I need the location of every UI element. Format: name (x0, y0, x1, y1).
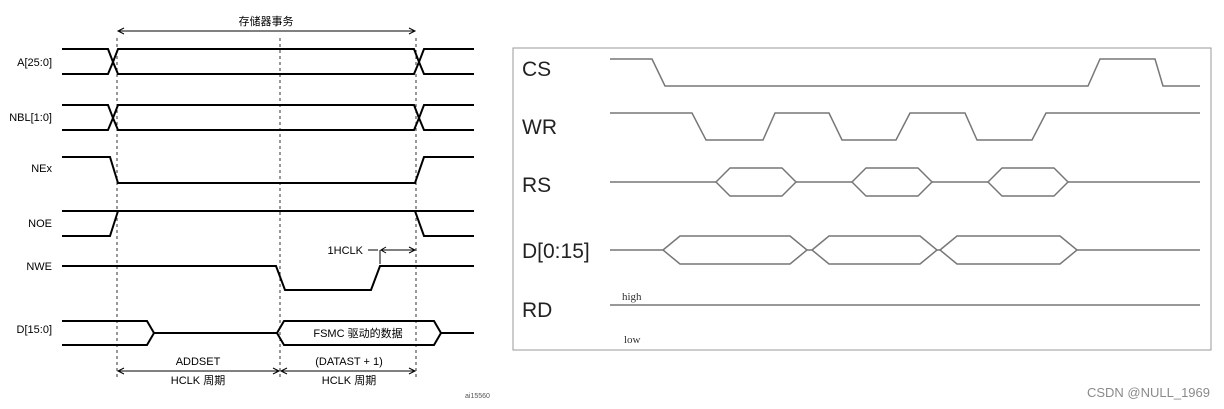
hclk-marker (368, 246, 417, 264)
transaction-arrow (116, 27, 417, 35)
signal-nwe-waveform (62, 265, 474, 291)
right-diagram-frame (512, 47, 1212, 351)
signal-label-rs: RS (522, 174, 551, 197)
datast-interval-arrow (279, 367, 417, 375)
signal-label-rd: RD (522, 299, 552, 322)
signal-label-cs: CS (522, 58, 551, 81)
signal-label-nwe: NWE (26, 261, 52, 273)
signal-nbl-waveform (62, 104, 474, 131)
left-timing-diagram (62, 27, 474, 378)
signal-wr-waveform (610, 112, 1200, 141)
datast-label: (DATAST + 1) (315, 356, 383, 368)
signal-d15-waveform (62, 320, 474, 346)
signal-label-nbl: NBL[1:0] (9, 112, 52, 124)
signal-label-wr: WR (522, 116, 557, 139)
signal-cs-waveform (610, 58, 1200, 87)
signal-label-a25: A[25:0] (17, 57, 52, 69)
signal-label-d0-15: D[0:15] (522, 240, 590, 263)
signal-label-noe: NOE (28, 218, 52, 230)
signal-label-d15: D[15:0] (17, 324, 52, 336)
signal-a25-waveform (62, 48, 474, 75)
rd-high-label: high (622, 291, 642, 303)
signal-noe-waveform (62, 210, 474, 237)
signal-rs-waveform (610, 167, 1200, 197)
addset-label: ADDSET (176, 356, 221, 368)
figure-id-label: ai15560 (465, 393, 490, 400)
left-dashed-guides (116, 38, 417, 378)
transaction-title: 存储器事务 (239, 14, 294, 28)
signal-label-nex: NEx (31, 163, 52, 175)
csdn-watermark: CSDN @NULL_1969 (1087, 385, 1210, 400)
right-timing-diagram (610, 58, 1200, 306)
datast-unit-label: HCLK 周期 (322, 374, 376, 387)
addset-unit-label: HCLK 周期 (171, 374, 225, 387)
addset-interval-arrow (116, 367, 281, 375)
signal-d0-15-waveform (610, 235, 1200, 265)
hclk-label: 1HCLK (328, 245, 364, 257)
signal-nex-waveform (62, 156, 474, 184)
rd-low-label: low (624, 334, 641, 346)
fsmc-data-label: FSMC 驱动的数据 (313, 326, 402, 340)
